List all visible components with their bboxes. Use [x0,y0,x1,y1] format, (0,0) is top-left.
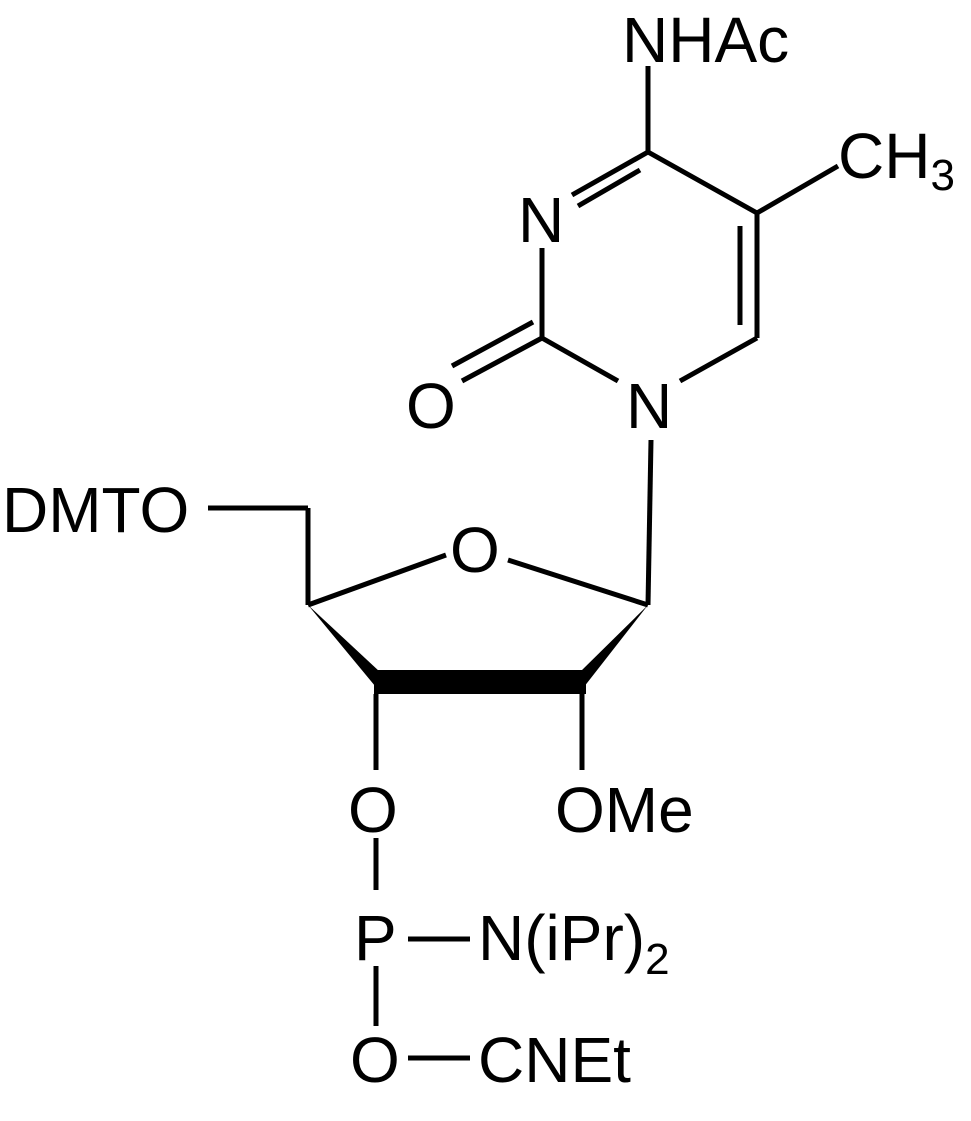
bond-c2-o-double [450,319,535,369]
bond-c4prime-oring [307,552,447,608]
bond-oring-c1prime [507,557,649,608]
label-o-carbonyl: O [406,370,456,442]
phosphoramidite-bonds [373,838,470,1061]
label-o-p: O [350,1024,400,1096]
sugar-bonds [208,505,649,770]
bond-c2-o [460,335,544,384]
bond-c4-n3-double [576,167,642,209]
bond-c6-n1 [678,335,759,384]
bold-bond-c3prime-c2prime [374,670,586,694]
label-ome: OMe [555,774,694,846]
label-dmto: DMTO [2,474,189,546]
label-p: P [354,902,397,974]
label-n1: N [626,370,672,442]
bond-c2-n1 [540,335,620,384]
base-bonds [450,66,840,606]
label-n3: N [518,184,564,256]
bond-n1-c1prime [645,439,654,606]
wedge-c1prime-c2prime [580,605,648,692]
label-n-ipr2: N(iPr)2 [478,902,670,984]
bond-c5-ch3 [755,163,840,216]
label-cnet: CNEt [478,1024,631,1096]
atom-labels: NHAc CH3 N O N O DMTO O OMe P N(iPr)2 O … [2,4,955,1096]
label-o-ring: O [450,514,500,586]
label-ch3: CH3 [838,120,955,200]
label-o3prime: O [348,774,398,846]
bond-c4-c5 [646,149,759,216]
label-nhac: NHAc [622,4,789,76]
wedge-c4prime-c3prime [308,605,380,692]
bond-c4-n3 [570,149,650,198]
